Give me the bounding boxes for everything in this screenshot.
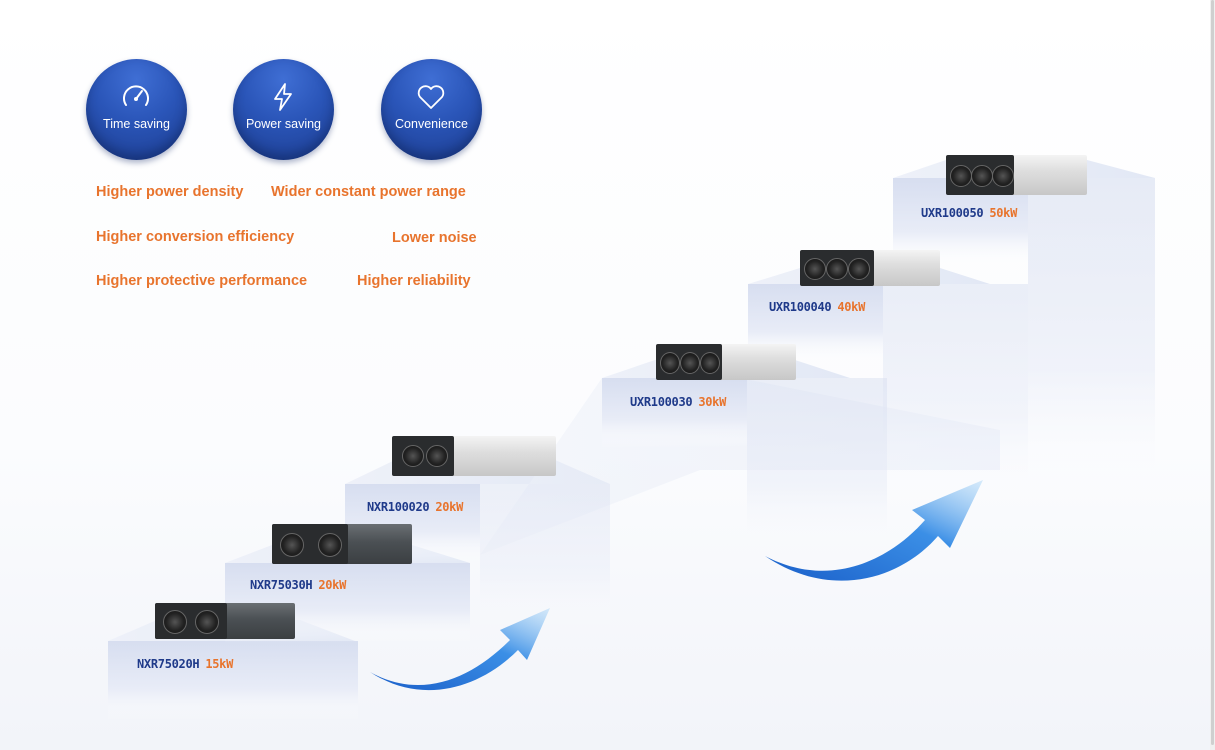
benefit-lower-noise: Lower noise [392, 230, 477, 246]
product-model: UXR100030 [630, 395, 693, 409]
speedometer-icon [123, 85, 149, 106]
benefit-constant-power: Wider constant power range [271, 184, 466, 200]
product-power: 40kW [837, 300, 866, 314]
product-label-nxr75020h: NXR75020H 15kW [137, 657, 233, 671]
power-module-image [800, 250, 940, 286]
power-module-image [272, 524, 412, 564]
feature-power-saving: Power saving [233, 59, 334, 160]
growth-arrow-icon [765, 480, 983, 581]
lightning-icon [274, 83, 292, 111]
product-power: 20kW [318, 578, 347, 592]
product-label-uxr100050: UXR100050 50kW [921, 206, 1017, 220]
product-model: UXR100050 [921, 206, 984, 220]
feature-time-saving: Time saving [86, 59, 187, 160]
benefit-conversion-efficiency: Higher conversion efficiency [96, 229, 295, 245]
vertical-scrollbar[interactable] [1210, 0, 1215, 750]
product-model: NXR100020 [367, 500, 430, 514]
feature-convenience: Convenience [381, 59, 482, 160]
feature-label: Power saving [245, 117, 322, 131]
product-label-nxr75030h: NXR75030H 20kW [250, 578, 346, 592]
feature-label: Time saving [103, 117, 170, 131]
growth-arrow-icon [370, 608, 550, 691]
scrollbar-thumb[interactable] [1211, 0, 1214, 745]
product-label-uxr100040: UXR100040 40kW [769, 300, 865, 314]
heart-icon [417, 85, 445, 109]
benefit-protective-performance: Higher protective performance [96, 273, 308, 289]
product-model: NXR75030H [250, 578, 313, 592]
product-label-nxr100020: NXR100020 20kW [367, 500, 463, 514]
benefit-power-density: Higher power density [96, 184, 244, 200]
power-module-image [392, 436, 556, 476]
product-power: 20kW [435, 500, 464, 514]
power-module-image [656, 344, 796, 380]
product-power: 15kW [205, 657, 234, 671]
product-label-uxr100030: UXR100030 30kW [630, 395, 726, 409]
power-module-image [155, 603, 295, 639]
product-power: 50kW [989, 206, 1018, 220]
benefit-reliability: Higher reliability [357, 273, 471, 289]
product-model: UXR100040 [769, 300, 832, 314]
product-model: NXR75020H [137, 657, 200, 671]
feature-label: Convenience [395, 117, 468, 131]
power-module-image [946, 155, 1087, 195]
product-power: 30kW [698, 395, 727, 409]
